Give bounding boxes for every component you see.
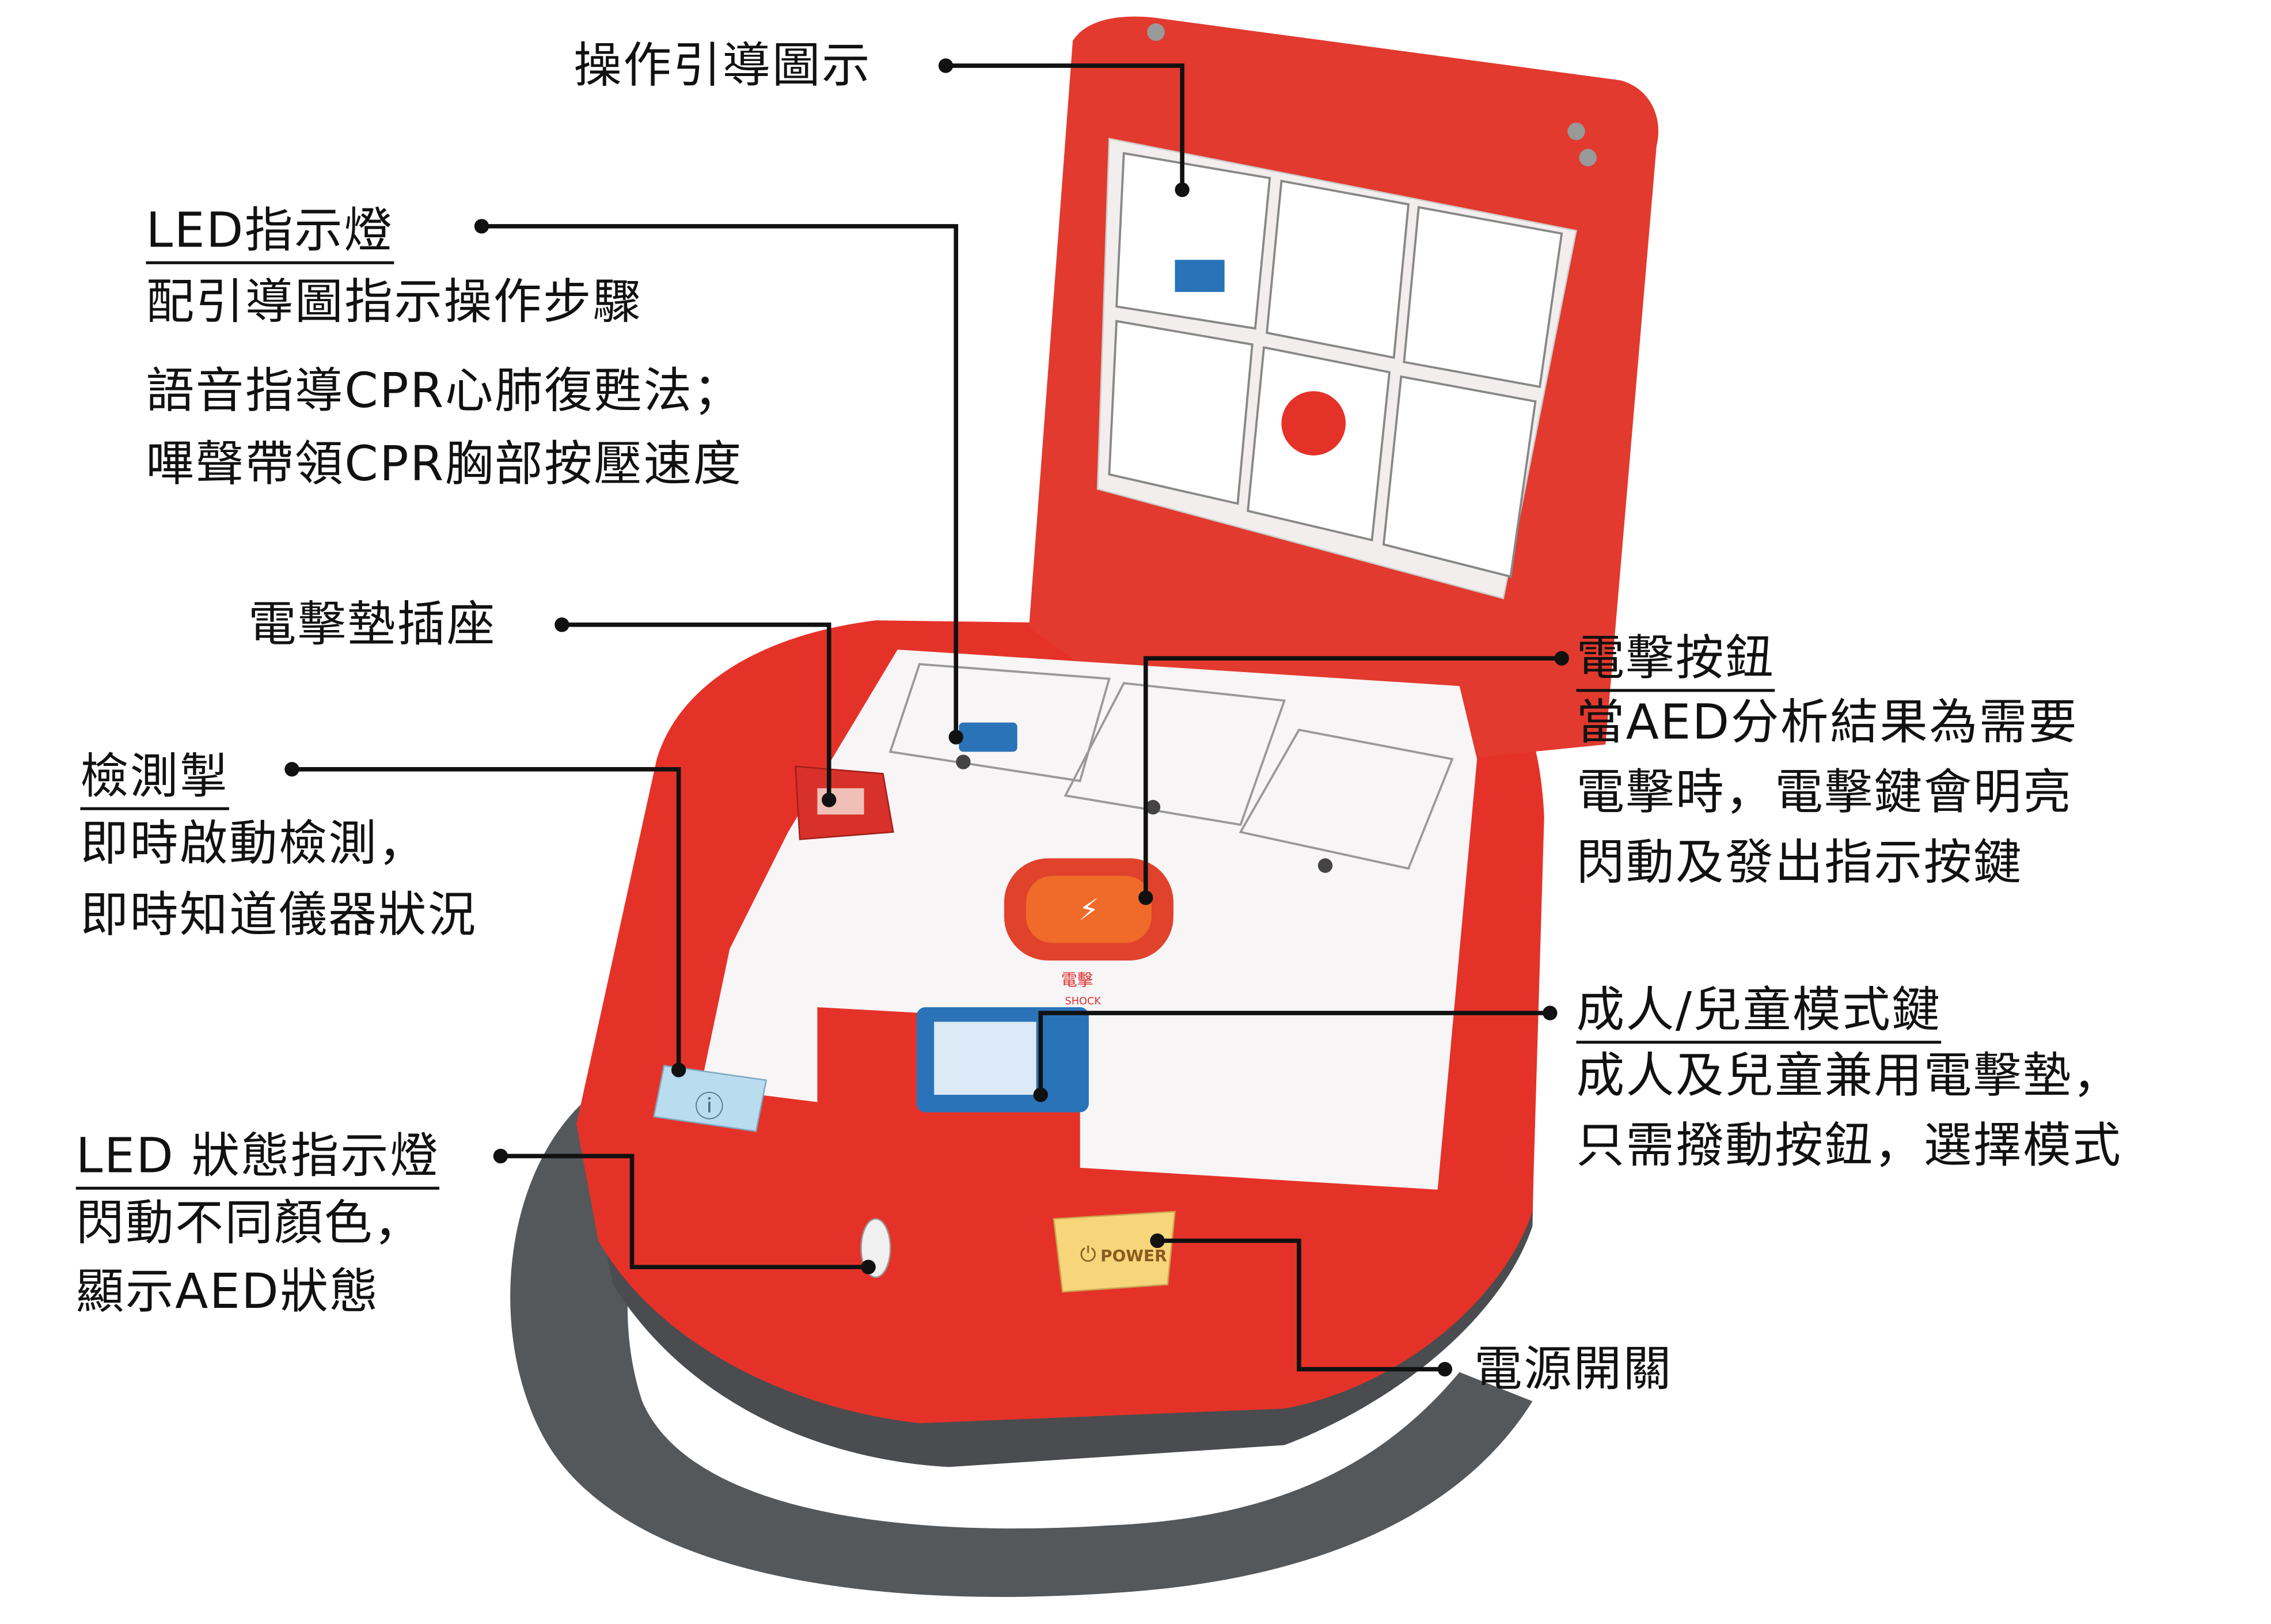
leader-test-button <box>291 767 681 1070</box>
callout-test-button-line: 即時知道儀器狀況 <box>80 886 477 943</box>
power-icon: ⏻ <box>1080 1243 1096 1266</box>
leader-status-led <box>500 1154 869 1269</box>
shock-sub-label: SHOCK <box>1065 996 1101 1007</box>
leader-pad-socket <box>561 623 831 800</box>
callout-shock-button-line: 電擊時，電擊鍵會明亮 <box>1576 763 2073 821</box>
leader-shock-button <box>1143 656 1562 898</box>
callout-guide-diagram-title: 操作引導圖示 <box>574 36 872 94</box>
leader-mode-key <box>1038 1011 1550 1095</box>
power-button[interactable] <box>1053 1211 1176 1293</box>
bolt-icon: ⚡ <box>1078 893 1099 927</box>
callout-led-indicator-line: 語音指導CPR心肺復甦法； <box>146 362 743 419</box>
callout-status-led-line: 閃動不同顏色， <box>75 1194 424 1251</box>
callout-shock-button-line: 閃動及發出指示按鍵 <box>1576 833 2023 891</box>
callout-led-indicator-title: LED指示燈 <box>146 200 394 264</box>
callout-status-led-title: LED 狀態指示燈 <box>75 1125 440 1190</box>
callout-power-switch-title: 電源開關 <box>1474 1340 1673 1397</box>
callout-led-indicator-line: 嗶聲帶領CPR胸部按壓速度 <box>146 435 743 492</box>
leader-power-switch <box>1157 1238 1445 1372</box>
leader-guide-diagram <box>945 63 1184 190</box>
callout-led-indicator-line: 配引導圖指示操作步驟 <box>146 272 643 330</box>
leader-lines <box>291 63 1562 1372</box>
info-icon: ⓘ <box>695 1090 724 1124</box>
test-button[interactable] <box>653 1064 768 1132</box>
power-label: POWER <box>1100 1246 1167 1265</box>
callout-mode-key-title: 成人/兒童模式鍵 <box>1576 980 1942 1044</box>
callout-shock-button-line: 當AED分析結果為需要 <box>1576 693 2079 750</box>
callout-mode-key-line: 成人及兒童兼用電擊墊， <box>1576 1046 2122 1104</box>
callout-pad-socket-title: 電擊墊插座 <box>248 595 496 653</box>
leader-dots <box>284 58 1569 1377</box>
instruction-panels <box>1108 151 1563 578</box>
callout-test-button-line: 即時啟動檢測， <box>80 814 428 872</box>
shock-label: 電擊 <box>1061 970 1093 989</box>
callout-shock-button-title: 電擊按鈕 <box>1576 628 1775 692</box>
leader-led-indicator <box>481 224 959 738</box>
callout-mode-key-line: 只需撥動按鈕，選擇模式 <box>1576 1117 2122 1174</box>
callout-test-button-title: 檢測掣 <box>80 746 229 810</box>
callout-status-led-line: 顯示AED狀態 <box>75 1262 379 1320</box>
